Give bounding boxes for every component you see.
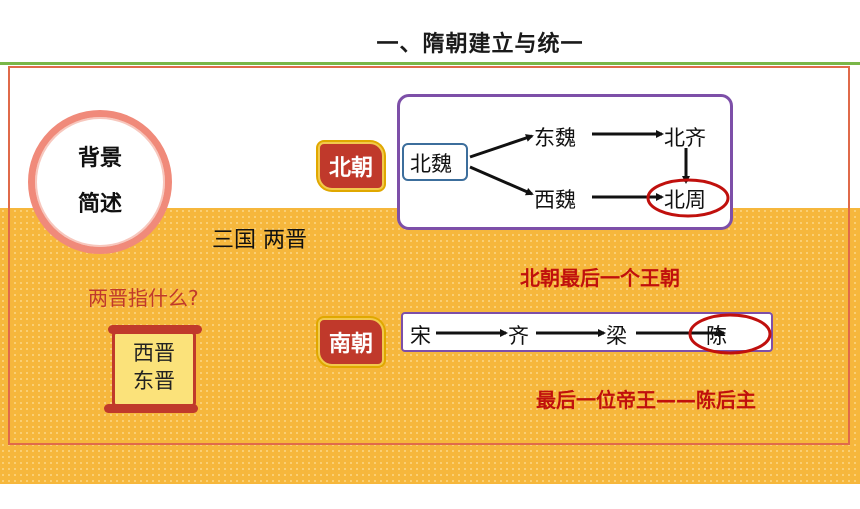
badge-line-2: 简述 bbox=[77, 192, 122, 217]
node-dongwei: 东魏 bbox=[534, 126, 576, 150]
scroll-card: 西晋 东晋 bbox=[104, 325, 202, 413]
content-frame bbox=[8, 66, 850, 445]
scroll-roll-top bbox=[108, 325, 202, 334]
page-title: 一、隋朝建立与统一 bbox=[376, 32, 584, 57]
node-beiqi: 北齐 bbox=[664, 126, 706, 150]
node-song: 宋 bbox=[410, 324, 431, 348]
beiwei-box bbox=[402, 143, 468, 181]
northern-dynasties-frame bbox=[397, 94, 733, 230]
three-states-two-jin-text: 三国 两晋 bbox=[212, 228, 307, 253]
chen-highlight bbox=[688, 313, 772, 355]
background-summary-badge[interactable]: 背景 简述 bbox=[28, 110, 172, 254]
node-chen: 陈 bbox=[706, 324, 727, 348]
node-beizhou: 北周 bbox=[664, 188, 706, 212]
south-last-emperor-note: 最后一位帝王——陈后主 bbox=[536, 388, 756, 412]
title-underline bbox=[0, 62, 860, 65]
scroll-roll-bottom bbox=[104, 404, 198, 413]
node-qi: 齐 bbox=[508, 324, 529, 348]
north-last-dynasty-note: 北朝最后一个王朝 bbox=[520, 266, 680, 290]
scroll-text: 西晋 东晋 bbox=[112, 339, 196, 395]
southern-dynasties-banner: 南朝 bbox=[318, 318, 384, 366]
two-jin-question: 两晋指什么? bbox=[88, 286, 199, 310]
node-liang: 梁 bbox=[606, 324, 627, 348]
eastern-jin: 东晋 bbox=[133, 369, 175, 393]
northern-dynasties-banner: 北朝 bbox=[318, 142, 384, 190]
arrow-beiwei-dongwei bbox=[469, 134, 534, 159]
arrow-beiwei-xiwei bbox=[469, 165, 534, 196]
western-jin: 西晋 bbox=[133, 341, 175, 365]
node-xiwei: 西魏 bbox=[534, 188, 576, 212]
bottom-strip bbox=[0, 484, 860, 509]
beizhou-highlight bbox=[646, 178, 730, 218]
scroll-body bbox=[112, 331, 196, 407]
node-beiwei: 北魏 bbox=[410, 152, 452, 176]
badge-line-1: 背景 bbox=[77, 146, 122, 171]
